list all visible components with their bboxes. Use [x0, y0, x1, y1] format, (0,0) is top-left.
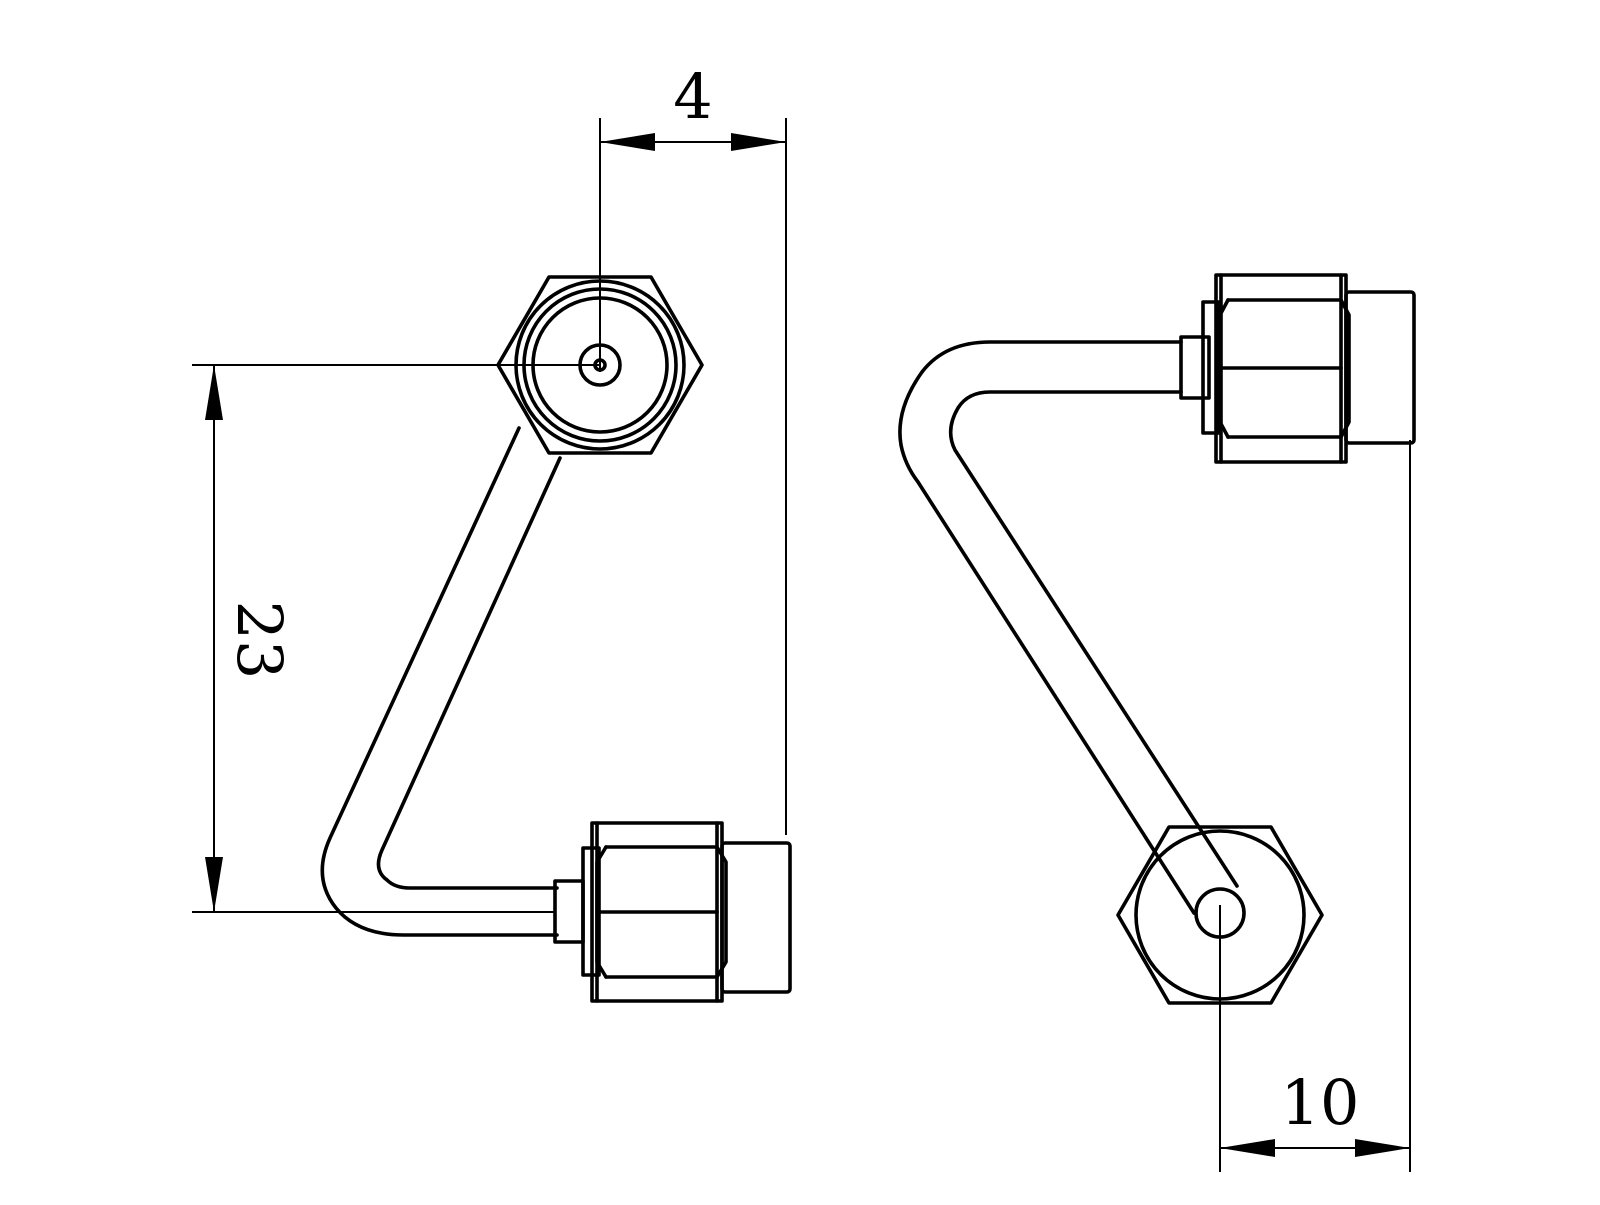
dimension-label-bottom-offset: 10 — [1281, 1066, 1360, 1139]
left-cable-assembly — [320, 275, 792, 1003]
dimension-bottom-offset: 10 — [1219, 440, 1411, 1172]
left-bottom-connector-side-view — [553, 821, 792, 1003]
dimension-top-offset: 4 — [599, 60, 787, 835]
right-cable-body — [898, 340, 1239, 915]
dimension-label-top-offset: 4 — [673, 60, 712, 133]
dimension-vertical-span: 23 — [192, 364, 600, 913]
right-top-connector-side-view — [1179, 273, 1416, 464]
dimension-label-vertical-span: 23 — [223, 601, 296, 680]
left-cable-body — [320, 426, 562, 937]
right-cable-assembly — [898, 273, 1416, 1005]
